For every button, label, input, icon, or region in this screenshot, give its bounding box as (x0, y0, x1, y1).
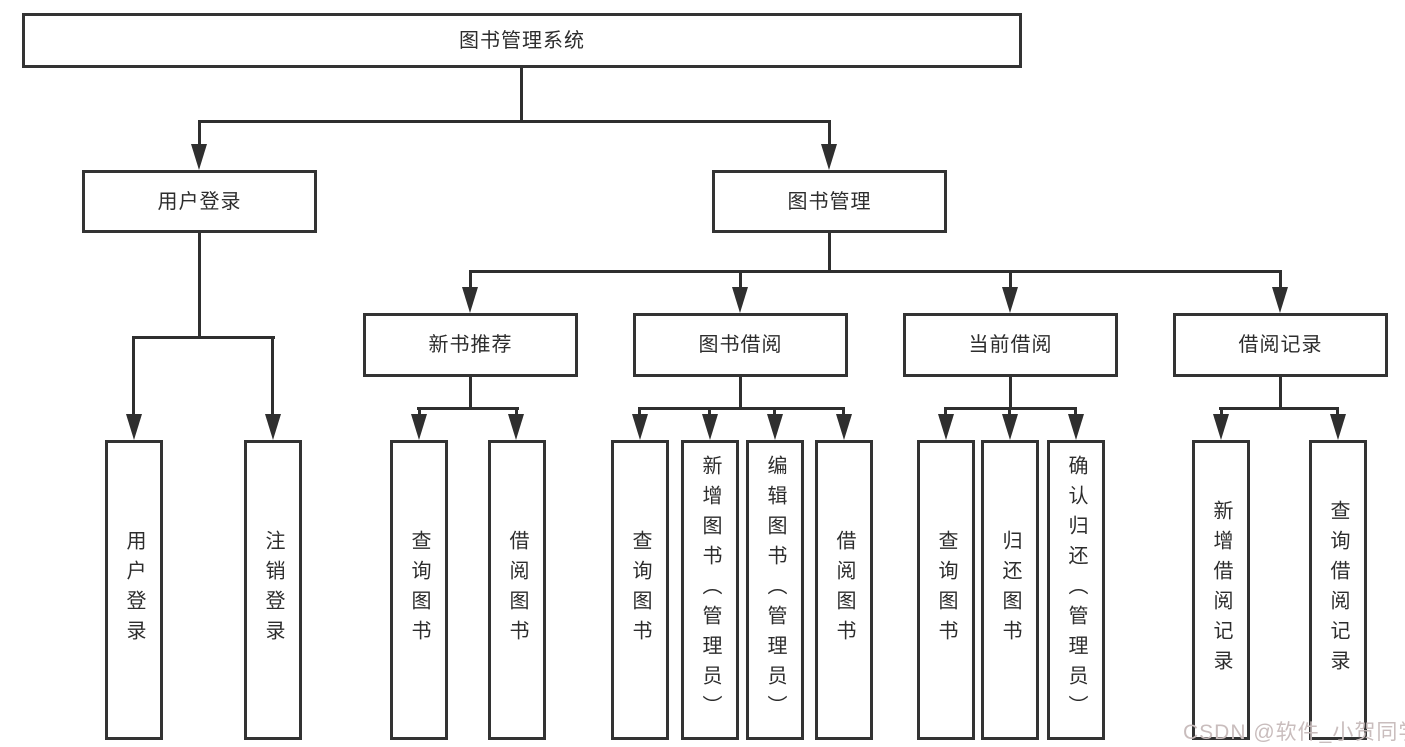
leaf-borrow-books-recommend-label: 借阅图书 (506, 530, 528, 650)
node-user-login-label: 用户登录 (157, 190, 242, 213)
arrow-down-icon (836, 414, 852, 440)
leaf-return-book: 归还图书 (981, 440, 1039, 740)
leaf-query-books-borrowing-label: 查询图书 (629, 530, 651, 650)
connector-line (198, 120, 831, 123)
leaf-logout: 注销登录 (244, 440, 302, 740)
arrow-down-icon (191, 144, 207, 170)
leaf-add-borrow-record-label: 新增借阅记录 (1210, 500, 1232, 680)
arrow-down-icon (1213, 414, 1229, 440)
connector-line (828, 233, 831, 270)
node-book-borrowing: 图书借阅 (633, 313, 848, 377)
arrow-down-icon (821, 144, 837, 170)
arrow-down-icon (938, 414, 954, 440)
arrow-down-icon (632, 414, 648, 440)
node-new-book-recommend: 新书推荐 (363, 313, 578, 377)
leaf-query-books-current-label: 查询图书 (935, 530, 957, 650)
leaf-add-book-admin-label: 新增图书（管理员） (699, 455, 721, 725)
leaf-query-books-recommend-label: 查询图书 (408, 530, 430, 650)
leaf-add-borrow-record: 新增借阅记录 (1192, 440, 1250, 740)
leaf-return-book-label: 归还图书 (999, 530, 1021, 650)
connector-line (198, 233, 201, 336)
connector-line (944, 407, 947, 417)
node-borrowing-records-label: 借阅记录 (1238, 334, 1323, 356)
arrow-down-icon (1002, 287, 1018, 313)
leaf-query-books-recommend: 查询图书 (390, 440, 448, 740)
leaf-borrow-books-label: 借阅图书 (833, 530, 855, 650)
leaf-confirm-return-admin-label: 确认归还（管理员） (1065, 455, 1087, 725)
leaf-query-books-current: 查询图书 (917, 440, 975, 740)
arrow-down-icon (1330, 414, 1346, 440)
connector-line (1279, 270, 1282, 290)
connector-line (469, 377, 472, 407)
node-borrowing-records: 借阅记录 (1173, 313, 1388, 377)
arrow-down-icon (1002, 414, 1018, 440)
connector-line (1279, 377, 1282, 407)
connector-line (1008, 407, 1011, 417)
leaf-edit-book-admin: 编辑图书（管理员） (746, 440, 804, 740)
connector-line (1074, 407, 1077, 417)
node-book-management-label: 图书管理 (787, 190, 872, 213)
leaf-add-book-admin: 新增图书（管理员） (681, 440, 739, 740)
arrow-down-icon (767, 414, 783, 440)
leaf-borrow-books: 借阅图书 (815, 440, 873, 740)
connector-line (520, 68, 523, 120)
node-new-book-recommend-label: 新书推荐 (428, 334, 513, 356)
connector-line (773, 407, 776, 417)
connector-line (469, 270, 1282, 273)
connector-line (271, 336, 274, 416)
node-book-borrowing-label: 图书借阅 (698, 334, 783, 356)
connector-line (198, 120, 201, 147)
node-current-borrowing-label: 当前借阅 (968, 334, 1053, 356)
leaf-user-login-label: 用户登录 (123, 530, 145, 650)
connector-line (515, 407, 518, 417)
connector-line (469, 270, 472, 290)
arrow-down-icon (1272, 287, 1288, 313)
connector-line (417, 407, 519, 410)
connector-line (708, 407, 711, 417)
leaf-borrow-books-recommend: 借阅图书 (488, 440, 546, 740)
leaf-edit-book-admin-label: 编辑图书（管理员） (764, 455, 786, 725)
watermark: CSDN @软件_小贺同学 (1183, 721, 1405, 744)
arrow-down-icon (508, 414, 524, 440)
connector-line (739, 270, 742, 290)
connector-line (1219, 407, 1339, 410)
leaf-query-borrow-record-label: 查询借阅记录 (1327, 500, 1349, 680)
connector-line (1336, 407, 1339, 417)
connector-line (1009, 270, 1012, 290)
arrow-down-icon (702, 414, 718, 440)
connector-line (638, 407, 845, 410)
connector-line (132, 336, 275, 339)
arrow-down-icon (126, 414, 142, 440)
arrow-down-icon (411, 414, 427, 440)
leaf-query-books-borrowing: 查询图书 (611, 440, 669, 740)
node-current-borrowing: 当前借阅 (903, 313, 1118, 377)
connector-line (828, 120, 831, 147)
leaf-query-borrow-record: 查询借阅记录 (1309, 440, 1367, 740)
node-user-login: 用户登录 (82, 170, 317, 233)
node-book-management: 图书管理 (712, 170, 947, 233)
arrow-down-icon (265, 414, 281, 440)
leaf-confirm-return-admin: 确认归还（管理员） (1047, 440, 1105, 740)
connector-line (842, 407, 845, 417)
arrow-down-icon (462, 287, 478, 313)
node-root-label: 图书管理系统 (459, 29, 585, 52)
connector-line (1220, 407, 1223, 417)
leaf-user-login: 用户登录 (105, 440, 163, 740)
connector-line (1009, 377, 1012, 407)
connector-line (418, 407, 421, 417)
arrow-down-icon (1068, 414, 1084, 440)
node-root: 图书管理系统 (22, 13, 1022, 68)
arrow-down-icon (732, 287, 748, 313)
leaf-logout-label: 注销登录 (262, 530, 284, 650)
connector-line (739, 377, 742, 407)
connector-line (132, 336, 135, 416)
connector-line (638, 407, 641, 417)
